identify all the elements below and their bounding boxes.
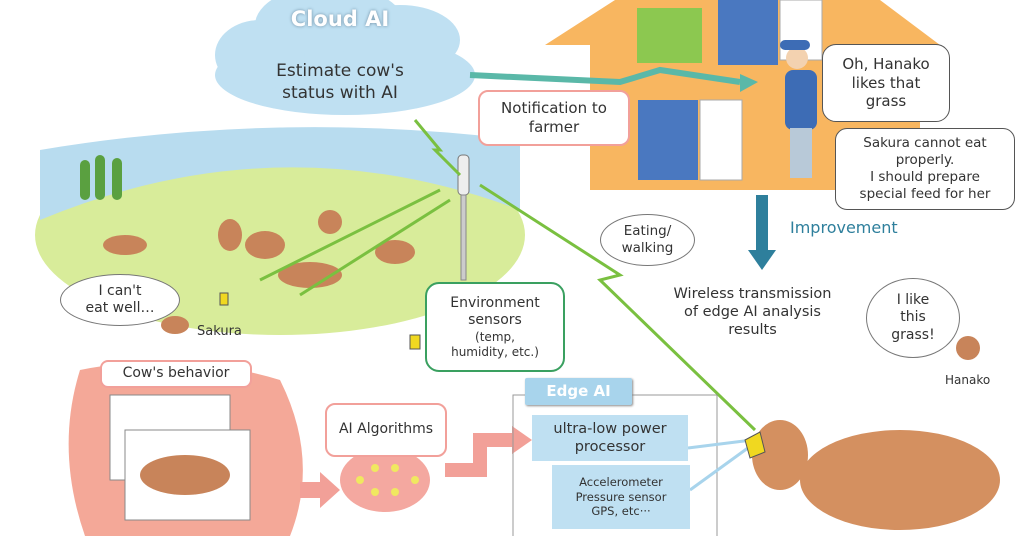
eating-walking-bubble: Eating/ walking — [600, 214, 695, 266]
box-line: (temp, — [475, 329, 515, 344]
cows-grazing — [103, 210, 980, 360]
box-line: humidity, etc.) — [451, 344, 539, 359]
map-screen — [637, 8, 702, 63]
sensor-item: Pressure sensor — [575, 489, 667, 504]
label-line: Wireless transmission — [673, 286, 832, 302]
sakura-speech-bubble: Sakura cannot eat properly. I should pre… — [835, 128, 1015, 210]
cow-behavior-label: Cow's behavior — [100, 360, 252, 388]
bubble-line: walking — [621, 240, 674, 256]
dashboard-screen — [638, 100, 698, 180]
sensor-tag — [744, 431, 766, 459]
bubble-line: eat well… — [85, 300, 155, 316]
bubble-line: Oh, Hanako — [842, 54, 930, 73]
bubble-line: this — [900, 309, 926, 326]
bubble-line: grass! — [891, 326, 935, 343]
hanako-speech-bubble: Oh, Hanako likes that grass — [822, 44, 950, 122]
bubble-line: likes that — [851, 73, 921, 92]
sakura-thought-bubble: I can't eat well… — [60, 274, 180, 326]
farmer — [786, 47, 808, 69]
cloud-shape — [215, 0, 475, 115]
sensor-item: GPS, etc··· — [591, 504, 651, 519]
neural-network-blob — [340, 448, 430, 512]
label-line: of edge AI analysis — [684, 304, 821, 321]
notification-arrow — [469, 66, 741, 86]
edge-ai-title: Edge AI — [525, 378, 632, 405]
bubble-line: Eating/ — [623, 223, 672, 240]
cloud-text-line: status with AI — [282, 83, 398, 104]
box-line: ultra-low power — [553, 420, 667, 437]
bubble-line: I like — [896, 291, 930, 308]
improvement-label: Improvement — [790, 218, 898, 237]
bubble-line: I should prepare — [870, 169, 980, 185]
hanako-cow — [752, 420, 1000, 530]
bubble-line: Sakura cannot eat — [863, 135, 987, 152]
box-line: processor — [574, 439, 646, 455]
processor-box: ultra-low power processor — [532, 415, 688, 461]
hanako-label: Hanako — [945, 373, 991, 387]
bubble-line: properly. — [895, 152, 955, 169]
box-line: Environment — [450, 294, 540, 311]
bubble-line: special feed for her — [859, 185, 991, 202]
bubble-line: grass — [865, 92, 907, 111]
notification-box: Notification to farmer — [478, 90, 630, 146]
improvement-arrow — [748, 250, 776, 270]
bubble-line: I can't — [98, 282, 142, 299]
environment-sensors-box: Environment sensors (temp, humidity, etc… — [425, 282, 565, 372]
sensor-item: Accelerometer — [579, 475, 663, 490]
wireless-signals — [259, 119, 757, 432]
hanako-thought-bubble: I like this grass! — [866, 278, 960, 358]
ai-algorithms-box: AI Algorithms — [325, 403, 447, 457]
label-line: results — [728, 322, 777, 339]
wireless-transmission-label: Wireless transmission of edge AI analysi… — [655, 285, 850, 339]
box-line: sensors — [468, 312, 522, 328]
sensors-box: Accelerometer Pressure sensor GPS, etc··… — [552, 465, 690, 529]
dashboard-screen — [718, 0, 778, 65]
cloud-ai-description: Estimate cow's status with AI — [250, 60, 430, 104]
notification-line: Notification to — [501, 99, 607, 118]
cloud-text-line: Estimate cow's — [276, 61, 404, 81]
notification-line: farmer — [528, 118, 580, 136]
cloud-ai-title: Cloud AI — [290, 7, 390, 31]
behavior-arrow — [300, 472, 340, 508]
sakura-label: Sakura — [197, 324, 242, 339]
